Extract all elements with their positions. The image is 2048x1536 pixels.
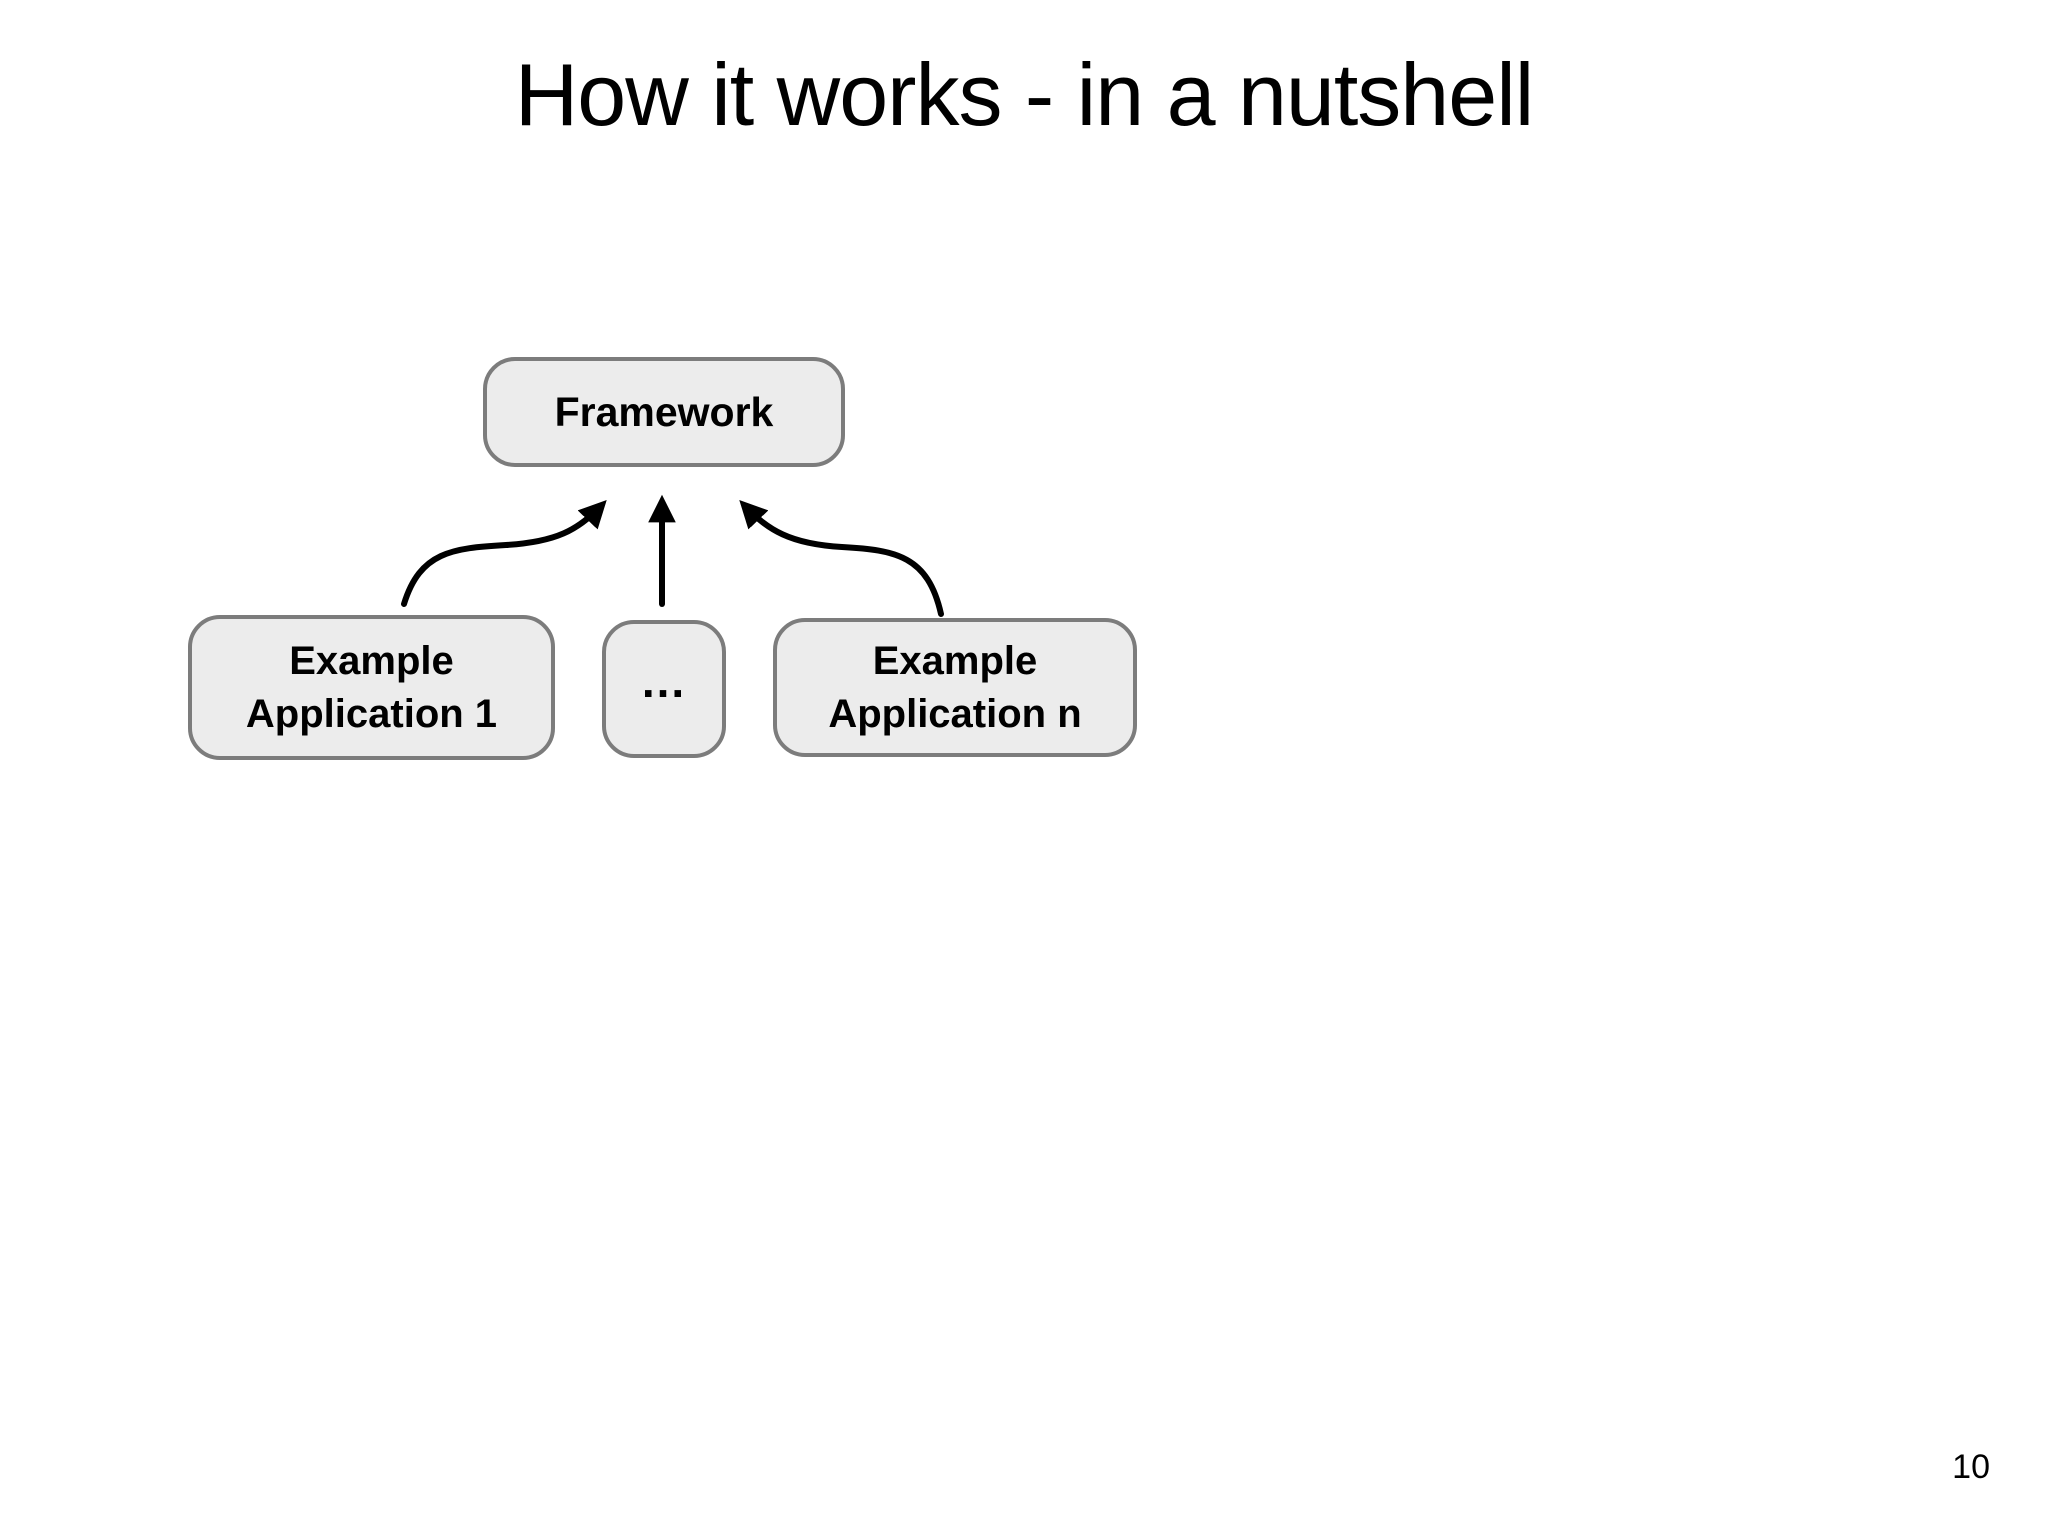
example-application-n-box: Example Application n: [773, 618, 1137, 757]
ellipsis-label: ...: [641, 655, 687, 707]
slide-title: How it works - in a nutshell: [514, 45, 1535, 144]
example-application-1-box: Example Application 1: [188, 615, 555, 760]
example-application-n-label-line2: Application n: [828, 691, 1082, 736]
arrow-app1-to-framework: [401, 500, 607, 607]
example-application-1-label-line1: Example: [289, 638, 454, 683]
framework-box: Framework: [483, 357, 845, 467]
framework-label: Framework: [554, 388, 774, 435]
arrow-appn-to-framework: [739, 500, 944, 617]
page-number: 10: [1952, 1448, 1990, 1486]
example-application-1-label-line2: Application 1: [245, 691, 498, 736]
example-application-n-label-line1: Example: [872, 638, 1038, 683]
ellipsis-box: ...: [602, 620, 726, 758]
